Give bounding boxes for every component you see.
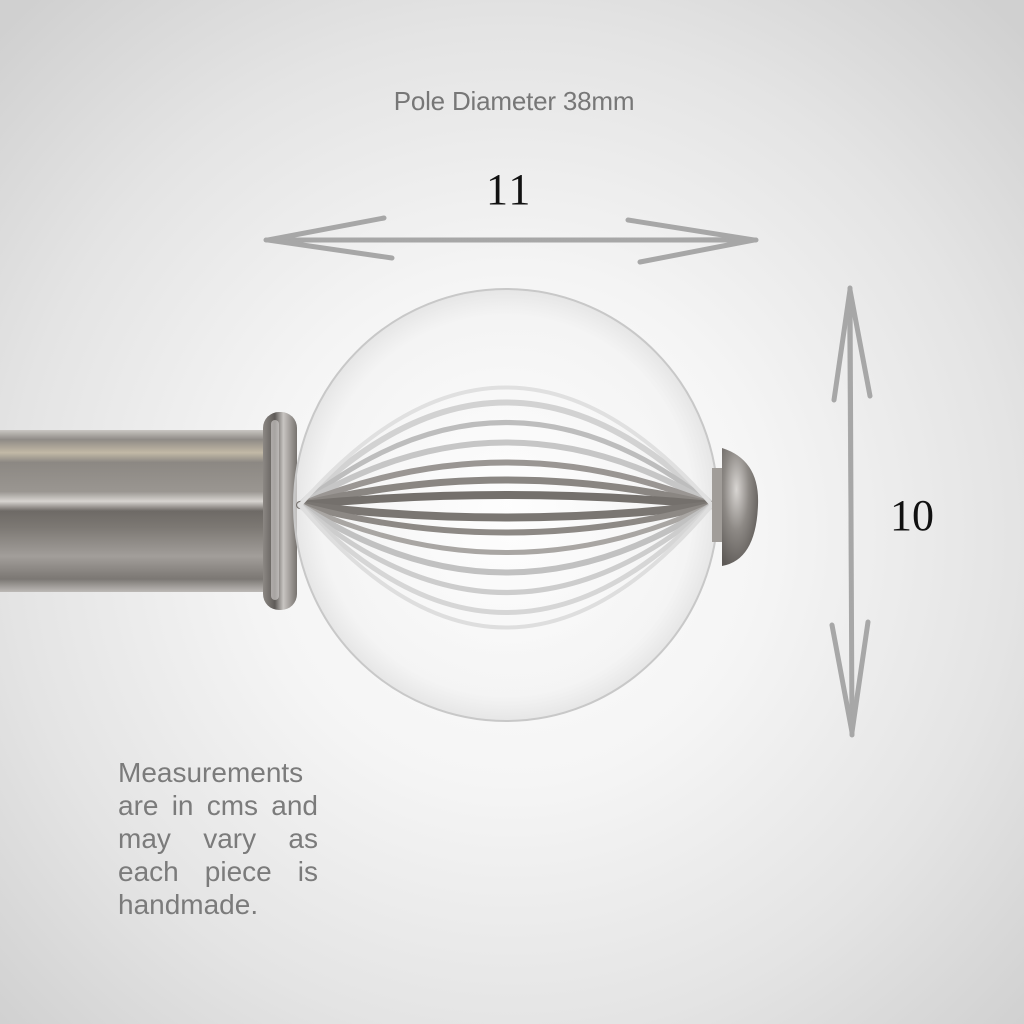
disclaimer-line: each piece is xyxy=(118,856,318,887)
collar-ring xyxy=(263,412,297,610)
measurement-disclaimer: Measurements are in cms and may vary as … xyxy=(118,756,318,921)
height-measurement: 10 xyxy=(890,491,934,540)
disclaimer-line: Measurements xyxy=(118,757,304,788)
disclaimer-line: handmade. xyxy=(118,889,259,920)
end-cap xyxy=(712,448,759,566)
pole-diameter-title: Pole Diameter 38mm xyxy=(393,86,635,116)
width-measurement: 11 xyxy=(486,165,533,214)
disclaimer-line: may vary as xyxy=(118,823,318,854)
width-arrow xyxy=(263,215,759,265)
curtain-pole xyxy=(0,430,270,592)
glass-ball-finial xyxy=(293,288,719,722)
height-arrow xyxy=(829,285,873,738)
disclaimer-line: are in cms and xyxy=(118,790,318,821)
